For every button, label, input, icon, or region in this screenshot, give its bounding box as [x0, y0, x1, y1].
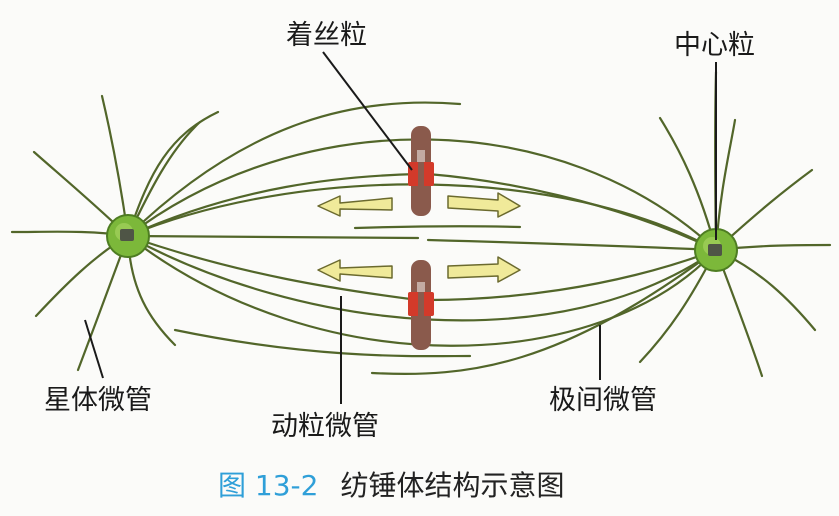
astral-microtubules-right — [638, 70, 832, 378]
chromatid-top — [408, 126, 434, 216]
arrow-right-bottom — [447, 256, 521, 283]
arrow-left-top — [317, 195, 393, 217]
label-kinetochore-microtubule: 动粒微管 — [271, 411, 379, 442]
leader-astral — [84, 319, 104, 379]
movement-arrows — [317, 192, 521, 283]
chromatid-bottom — [408, 260, 434, 350]
kinetochore-microtubules — [126, 172, 718, 302]
centrosome-left — [106, 214, 150, 258]
figure-caption: 图 13-2 纺锤体结构示意图 — [218, 472, 564, 500]
label-centriole: 中心粒 — [674, 30, 755, 61]
leader-lines — [84, 51, 717, 404]
arrow-left-bottom — [317, 259, 393, 282]
figure-title: 纺锤体结构示意图 — [340, 469, 565, 502]
leader-kinetochore — [322, 51, 413, 171]
label-polar-microtubule: 极间微管 — [549, 385, 657, 416]
label-kinetochore: 着丝粒 — [286, 20, 367, 51]
label-astral-microtubule: 星体微管 — [44, 385, 152, 416]
figure-number: 图 13-2 — [218, 469, 319, 502]
centrosome-right — [694, 228, 738, 272]
arrow-right-top — [447, 192, 521, 218]
